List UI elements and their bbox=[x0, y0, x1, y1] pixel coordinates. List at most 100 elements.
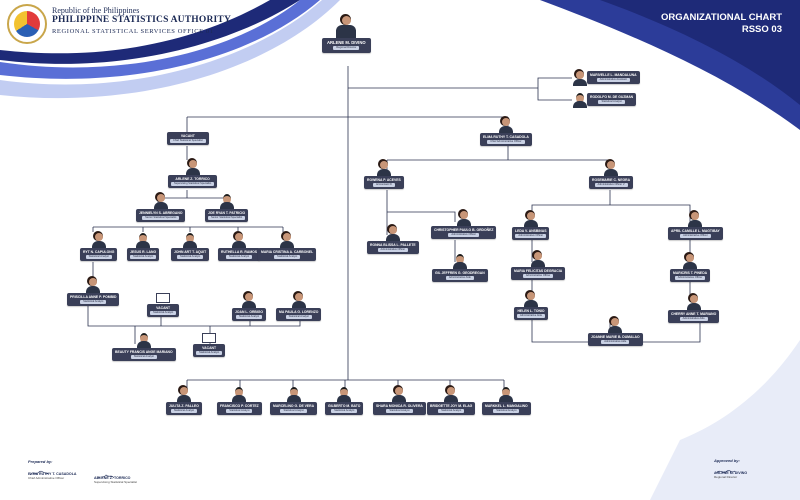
analyst-bus-line bbox=[92, 226, 284, 232]
senior-2-position: Senior Statistical Specialist bbox=[208, 216, 246, 220]
supervisor-photo bbox=[185, 160, 200, 175]
manager-1-photo bbox=[376, 161, 391, 176]
bottom-7-photo bbox=[499, 387, 514, 402]
signature-2-icon bbox=[94, 468, 116, 480]
row3-1-position: Statistical Analyst bbox=[80, 300, 107, 304]
header-swoosh-light bbox=[0, 0, 340, 99]
analyst-2-name: JESUS R. LANG bbox=[130, 250, 157, 254]
row3-2-name: VACANT bbox=[156, 306, 171, 310]
analyst-3-name: JOHN ART T. AQUIT bbox=[174, 250, 207, 254]
bottom-5-name: SHARA MONICA R. OLIVERA bbox=[376, 404, 423, 408]
chart-title: ORGANIZATIONAL CHART bbox=[660, 12, 782, 23]
admin-left-3-photo bbox=[524, 292, 539, 307]
right-head-position: Chief Administrative Officer bbox=[487, 140, 525, 144]
director-card: ARLENE M. DIVINO Regional Director bbox=[322, 38, 371, 53]
bottom-5-photo bbox=[392, 387, 407, 402]
right-head-name: ELMA RUTHY T. CASADOLA bbox=[483, 135, 529, 139]
admin-right-1-photo bbox=[688, 212, 703, 227]
row3-4-position: Statistical Analyst bbox=[285, 315, 312, 319]
prepared-by-1: Prepared by: ELMA RUTHY T. CASADOLA Chie… bbox=[28, 459, 77, 480]
side-staff-1-name: MARIVELLE L. MANDALUNA bbox=[590, 73, 637, 78]
analyst-1-name: RYT N. CAPULONG bbox=[83, 250, 115, 254]
left-head-position: Chief Statistical Specialist bbox=[170, 139, 206, 143]
admin-bottom-name: JOANNE MARIE B. DUMALAO bbox=[591, 335, 640, 339]
row4-2-name: VACANT bbox=[202, 346, 217, 350]
bottom-7-name: MARKKEL L. MANGALINO bbox=[485, 404, 528, 408]
analyst-4-position: Statistical Analyst bbox=[225, 255, 253, 259]
left-head-name: VACANT bbox=[180, 134, 195, 138]
accounting-2-name: CHRISTOPHER PAULO B. ORDOÑEZ bbox=[434, 228, 494, 232]
bottom-6-name: BRIDGETTE JOY M. ELAG bbox=[430, 404, 473, 408]
admin-left-1-name: LEDA V. ANSBINAS bbox=[515, 229, 547, 233]
header-agency: PHILIPPINE STATISTICS AUTHORITY bbox=[52, 15, 232, 25]
side-staff-line bbox=[348, 77, 572, 101]
accounting-1-photo bbox=[385, 226, 400, 241]
bottom-6-photo bbox=[444, 387, 459, 402]
supervisor-name: ARLENE Z. TORRICO bbox=[175, 177, 210, 181]
bottom-1-name: JULITA Z. PALLEO bbox=[169, 404, 199, 408]
bottom-3-photo bbox=[286, 387, 301, 402]
admin-right-1-name: APRIL CAMILLE L. MAGTIBAY bbox=[671, 229, 720, 233]
admin-left-2-position: Administrative Officer bbox=[522, 274, 554, 278]
admin-left-3-position: Administrative Aide bbox=[517, 314, 546, 318]
director-node[interactable]: ARLENE M. DIVINO Regional Director bbox=[322, 16, 371, 53]
admin-right-1-position: Administrative Officer bbox=[680, 234, 711, 238]
approver-position: Regional Director bbox=[714, 475, 738, 479]
prepared-by-2: ARLENE Z. TORRICO Supervising Statistica… bbox=[94, 468, 137, 484]
admin-left-2-name: MARIA FELICITAS DEGRACIA bbox=[514, 269, 563, 273]
senior-1-position: Senior Statistical Specialist bbox=[142, 216, 180, 220]
row3-4-photo bbox=[291, 293, 306, 308]
row3-1-name: PRISCILLA ANNE P. POMBID bbox=[70, 295, 117, 299]
analyst-1-photo bbox=[91, 233, 106, 248]
